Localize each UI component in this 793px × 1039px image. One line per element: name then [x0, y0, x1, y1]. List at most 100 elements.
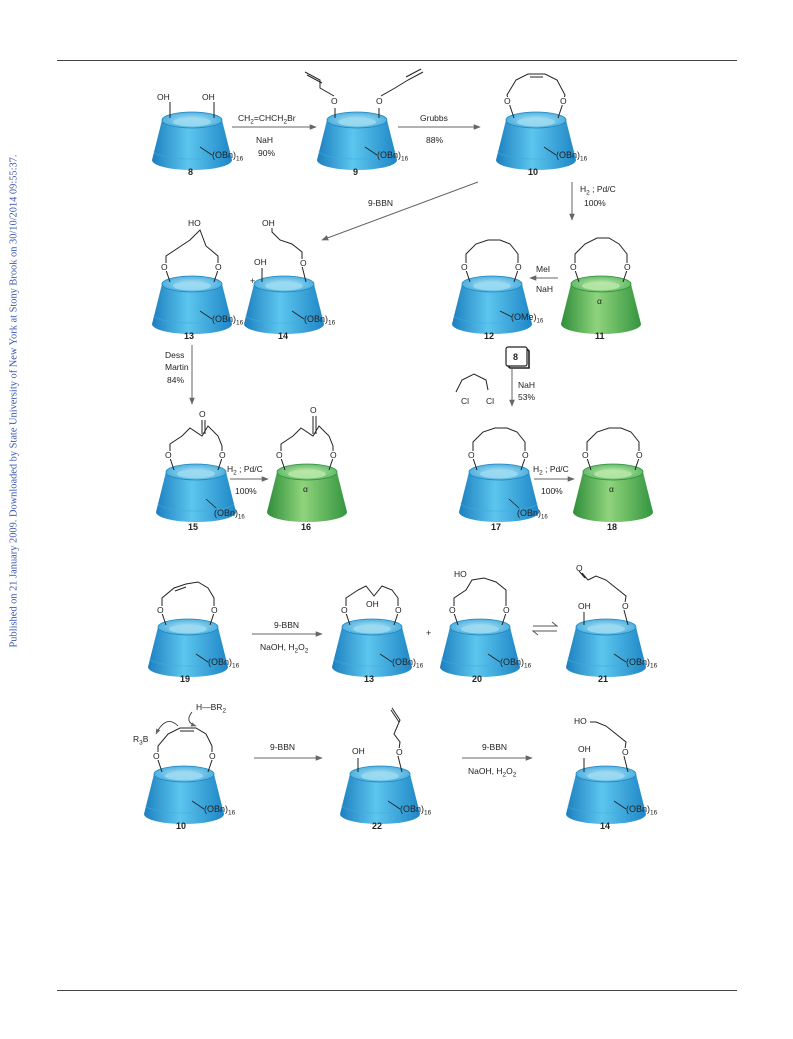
compound-14: OH OH O (OBn)16 14	[243, 218, 336, 341]
compound-label-17: 17	[491, 522, 501, 532]
compound-21: O OH O (OBn)16 21	[565, 563, 658, 684]
o-label: O	[211, 605, 218, 615]
reagent-dess: Dess	[165, 350, 184, 360]
compound-label-22: 22	[372, 821, 382, 831]
compound-label-14: 14	[600, 821, 610, 831]
cl-label: Cl	[461, 396, 469, 406]
sub16: 16	[236, 320, 244, 327]
r-label: R	[133, 734, 139, 744]
svg-text:OH: OH	[157, 92, 170, 102]
compound-10: O O (OBn)16 10	[495, 73, 588, 177]
obn-label: (OBn)	[500, 657, 524, 667]
oh-label: OH	[157, 92, 170, 102]
svg-text:(OBn)16: (OBn)16	[517, 508, 548, 521]
reagent-text: O	[506, 766, 513, 776]
obn-label: (OBn)	[377, 150, 401, 160]
o-label: O	[576, 563, 583, 573]
o-label: O	[570, 262, 577, 272]
h-label: H	[196, 702, 202, 712]
sub16: 16	[232, 663, 240, 670]
compound-17: O O (OBn)16 17	[458, 427, 548, 532]
compound-12: O O (OMe)16 12	[451, 239, 544, 341]
arrow-10-to-11: H2 ; Pd/C 100%	[569, 182, 616, 221]
arrow-9-to-10: Grubbs 88%	[398, 113, 481, 145]
equilibrium-arrows	[531, 621, 559, 636]
compound-label-11: 11	[595, 331, 605, 341]
o-label: O	[396, 747, 403, 757]
compound-11: O O α 11	[560, 237, 642, 341]
svg-text:H2 ; Pd/C: H2 ; Pd/C	[533, 464, 569, 477]
reagent-pdc: ; Pd/C	[237, 464, 263, 474]
sub16: 16	[228, 810, 236, 817]
reagent-yield: 100%	[235, 486, 257, 496]
oh-label: OH	[254, 257, 267, 267]
sub2: 2	[283, 119, 287, 126]
sub2: 2	[539, 470, 543, 477]
compound-19: O O (OBn)16 19	[147, 581, 240, 684]
sub16: 16	[580, 156, 588, 163]
reagent-yield: 88%	[426, 135, 443, 145]
reagent-naoh: NaOH, H	[468, 766, 502, 776]
o-label: O	[300, 258, 307, 268]
br2-label: —BR	[202, 702, 222, 712]
sub2: 2	[586, 190, 590, 197]
o-label: O	[504, 96, 511, 106]
reagent-text: O	[298, 642, 305, 652]
obn-label: (OBn)	[212, 314, 236, 324]
reagent-9bbn: 9-BBN	[368, 198, 393, 208]
compound-label-13: 13	[184, 331, 194, 341]
o-label: O	[209, 751, 216, 761]
oh-label: OH	[578, 601, 591, 611]
reagent-h2: H	[580, 184, 586, 194]
ho-label: HO	[574, 716, 587, 726]
o-label: O	[582, 450, 589, 460]
bottom-rule	[57, 990, 737, 991]
o-label: O	[161, 262, 168, 272]
obn-label: (OBn)	[212, 150, 236, 160]
svg-text:NaOH, H2O2: NaOH, H2O2	[260, 642, 309, 655]
dichloroalkane-reagent: Cl Cl	[455, 373, 494, 406]
reagent-9bbn: 9-BBN	[482, 742, 507, 752]
obn-label: (OBn)	[204, 804, 228, 814]
reagent-martin: Martin	[165, 362, 189, 372]
oh-label: OH	[578, 744, 591, 754]
compound-8: OH OH (OBn)16 8	[151, 92, 244, 177]
compound-label-10: 10	[528, 167, 538, 177]
obn-label: (OBn)	[626, 657, 650, 667]
o-label: O	[153, 751, 160, 761]
arrow-10-to-22: 9-BBN	[254, 742, 323, 761]
o-label: O	[199, 409, 206, 419]
svg-text:H—BR2: H—BR2	[196, 702, 226, 715]
reagent-h2: H	[227, 464, 233, 474]
sub2: 2	[222, 708, 226, 715]
o-label: O	[376, 96, 383, 106]
reagent-grubbs: Grubbs	[420, 113, 448, 123]
reagent-9bbn: 9-BBN	[274, 620, 299, 630]
sub16: 16	[238, 515, 245, 521]
svg-text:(OBn)16: (OBn)16	[214, 508, 245, 521]
alpha-label: α	[609, 484, 614, 494]
reagent-text: =CHCH	[254, 113, 284, 123]
svg-text:(OBn)16: (OBn)16	[626, 804, 658, 817]
compound-13-b: OH O O (OBn)16 13	[331, 585, 424, 684]
arrow-8-to-9: CH2=CHCH2Br NaH 90%	[232, 113, 317, 158]
o-label: O	[341, 605, 348, 615]
compound-label-12: 12	[484, 331, 494, 341]
svg-text:(OBn)16: (OBn)16	[212, 314, 244, 327]
reagent-h2: H	[533, 464, 539, 474]
compound-14-b: HO OH O (OBn)16 14	[565, 716, 658, 831]
o-label: O	[331, 96, 338, 106]
compound-label-21: 21	[598, 674, 608, 684]
compound-label-9: 9	[353, 167, 358, 177]
svg-text:(OBn)16: (OBn)16	[556, 150, 588, 163]
o-label: O	[468, 450, 475, 460]
arrow-8-to-17: NaH 53%	[509, 369, 535, 407]
sub16: 16	[401, 156, 409, 163]
svg-text:(OBn)16: (OBn)16	[400, 804, 432, 817]
svg-text:(OBn)16: (OBn)16	[208, 657, 240, 670]
o-label: O	[522, 450, 529, 460]
sub3: 3	[139, 740, 143, 747]
compound-22: OH O (OBn)16 22	[339, 707, 432, 831]
compound-label-19: 19	[180, 674, 190, 684]
svg-text:(OBn)16: (OBn)16	[500, 657, 532, 670]
